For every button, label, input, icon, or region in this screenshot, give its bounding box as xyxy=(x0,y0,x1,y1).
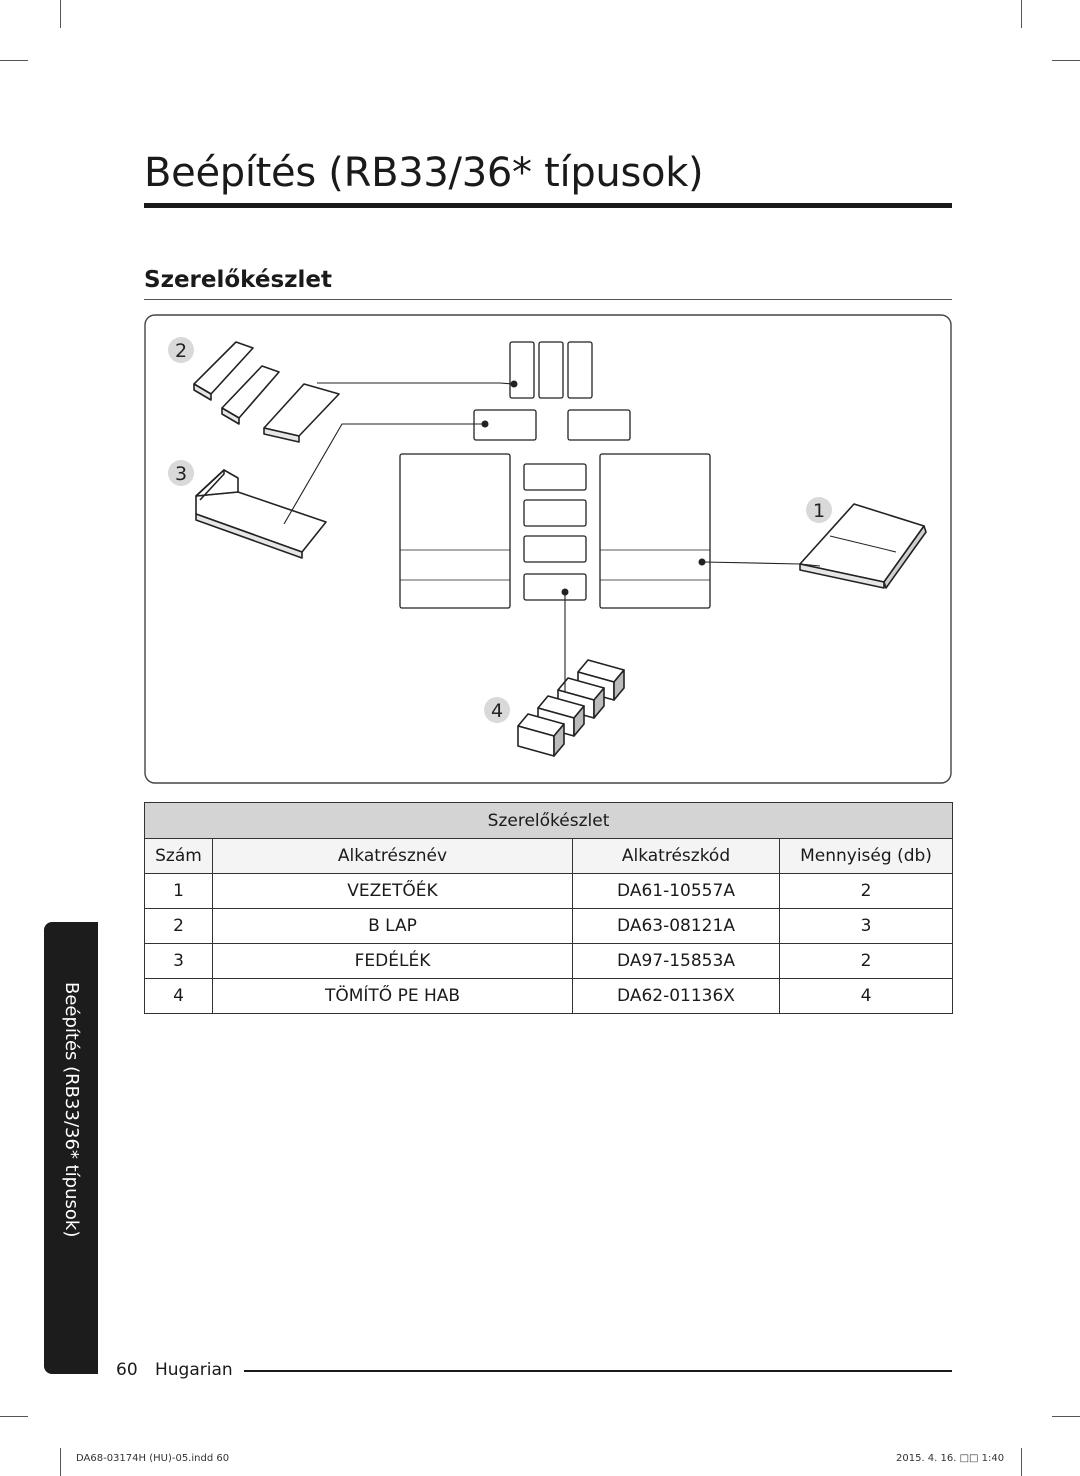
crop-mark xyxy=(1021,0,1022,28)
svg-text:4: 4 xyxy=(491,700,503,722)
column-header: Alkatrészkód xyxy=(572,838,780,874)
diagram-frame xyxy=(144,314,952,784)
table-cell: DA63-08121A xyxy=(572,908,780,944)
print-imprint-file: DA68-03174H (HU)-05.indd 60 xyxy=(76,1453,230,1464)
table-cell: 2 xyxy=(144,908,213,944)
table-row: 3 FEDÉLÉK DA97-15853A 2 xyxy=(144,943,954,979)
page-number: 60 xyxy=(116,1360,138,1380)
table-cell: VEZETŐÉK xyxy=(212,873,573,909)
title-rule xyxy=(144,203,952,208)
print-imprint-date: 2015. 4. 16. □□ 1:40 xyxy=(896,1453,1005,1464)
installation-kit-diagram: 2 3 1 4 xyxy=(144,314,952,784)
table-row: 4 TÖMÍTŐ PE HAB DA62-01136X 4 xyxy=(144,978,954,1014)
page-title: Beépítés (RB33/36* típusok) xyxy=(144,150,704,196)
crop-mark xyxy=(0,1416,28,1417)
footer-language: Hugarian xyxy=(155,1360,233,1380)
table-cell: 1 xyxy=(144,873,213,909)
crop-mark xyxy=(60,0,61,28)
table-cell: 2 xyxy=(778,873,954,909)
crop-mark xyxy=(0,60,28,61)
table-cell: 2 xyxy=(778,943,954,979)
crop-mark xyxy=(1021,1448,1022,1476)
chapter-side-tab: Beépítés (RB33/36* típusok) xyxy=(44,922,98,1374)
table-cell: DA97-15853A xyxy=(572,943,780,979)
foam-illustration xyxy=(517,659,625,757)
cover-illustration xyxy=(195,469,327,559)
section-rule xyxy=(144,299,952,300)
table-caption: Szerelőkészlet xyxy=(143,802,954,839)
table-cell: DA61-10557A xyxy=(572,873,780,909)
guide-illustration xyxy=(799,503,927,589)
footer-rule xyxy=(244,1370,952,1372)
column-header: Mennyiség (db) xyxy=(778,838,954,874)
svg-text:2: 2 xyxy=(175,340,187,362)
crop-mark xyxy=(1052,1416,1080,1417)
crop-mark xyxy=(1052,60,1080,61)
column-header: Alkatrésznév xyxy=(212,838,573,874)
b-plate-illustration xyxy=(193,341,340,443)
callout-3: 3 xyxy=(168,460,194,486)
parts-table: Szerelőkészlet Szám Alkatrésznév Alkatré… xyxy=(143,802,954,1014)
table-cell: B LAP xyxy=(212,908,573,944)
table-cell: 3 xyxy=(778,908,954,944)
section-title: Szerelőkészlet xyxy=(144,267,333,293)
svg-text:1: 1 xyxy=(813,500,825,522)
table-cell: TÖMÍTŐ PE HAB xyxy=(212,978,573,1014)
callout-4: 4 xyxy=(484,697,510,723)
leader-lines xyxy=(283,380,821,692)
chapter-side-tab-label: Beépítés (RB33/36* típusok) xyxy=(61,982,82,1238)
svg-text:3: 3 xyxy=(175,463,187,485)
table-cell: 3 xyxy=(144,943,213,979)
table-row: 2 B LAP DA63-08121A 3 xyxy=(144,908,954,944)
table-cell: DA62-01136X xyxy=(572,978,780,1014)
crop-mark xyxy=(60,1448,61,1476)
refrigerator-schematic xyxy=(399,341,711,609)
table-cell: 4 xyxy=(144,978,213,1014)
callout-2: 2 xyxy=(168,337,194,363)
callout-1: 1 xyxy=(806,497,832,523)
table-cell: FEDÉLÉK xyxy=(212,943,573,979)
table-row: 1 VEZETŐÉK DA61-10557A 2 xyxy=(144,873,954,909)
table-cell: 4 xyxy=(778,978,954,1014)
column-header: Szám xyxy=(144,838,213,874)
